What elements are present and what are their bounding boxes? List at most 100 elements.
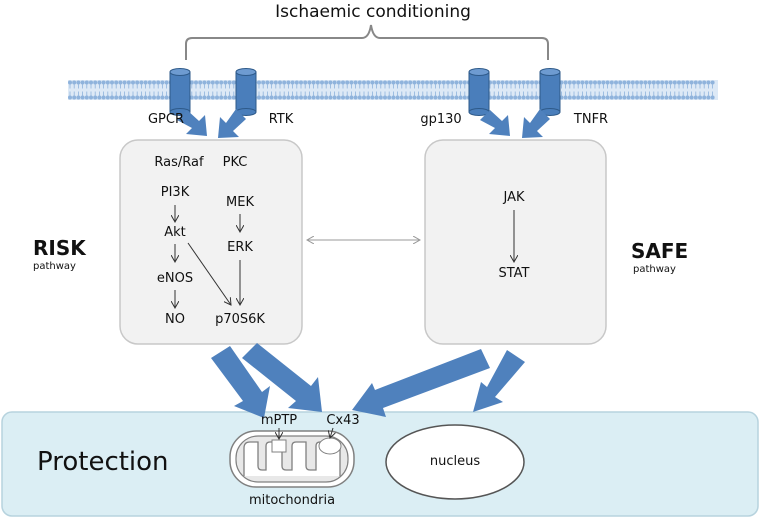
- mek-node: MEK: [226, 195, 254, 210]
- membrane-lipid-head: [139, 95, 144, 100]
- membrane-lipid-head: [408, 95, 413, 100]
- membrane-lipid-head: [492, 80, 497, 85]
- rtk-label: RTK: [268, 112, 294, 127]
- membrane-lipid-head: [677, 80, 681, 85]
- membrane-lipid-head: [643, 80, 648, 85]
- membrane-lipid-head: [504, 80, 509, 85]
- membrane-lipid-head: [311, 80, 316, 85]
- membrane-lipid-head: [399, 80, 404, 85]
- membrane-lipid-head: [341, 80, 345, 85]
- membrane-lipid-head: [273, 80, 278, 85]
- membrane-lipid-head: [202, 95, 207, 100]
- membrane-lipid-head: [605, 95, 610, 100]
- membrane-lipid-head: [324, 80, 329, 85]
- safe-to-cx43-arrow: [352, 349, 490, 417]
- membrane-lipid-head: [122, 80, 127, 85]
- membrane-lipid-head: [357, 95, 362, 100]
- membrane-lipid-head: [299, 80, 303, 85]
- membrane-lipid-head: [328, 95, 333, 100]
- membrane-lipid-head: [97, 95, 102, 100]
- protection-label: Protection: [37, 447, 169, 477]
- stat-node: STAT: [498, 266, 530, 281]
- membrane-lipid-head: [525, 80, 530, 85]
- membrane-lipid-head: [450, 80, 455, 85]
- membrane-lipid-head: [601, 95, 606, 100]
- membrane-lipid-head: [282, 80, 287, 85]
- membrane-lipid-head: [441, 80, 446, 85]
- membrane-lipid-head: [656, 80, 660, 85]
- membrane-lipid-head: [189, 80, 194, 85]
- membrane-lipid-head: [630, 80, 635, 85]
- membrane-lipid-head: [500, 80, 505, 85]
- membrane-lipid-head: [353, 95, 358, 100]
- membrane-lipid-head: [651, 80, 656, 85]
- membrane-lipid-head: [366, 80, 371, 85]
- membrane-lipid-head: [685, 80, 690, 85]
- membrane-lipid-head: [664, 80, 669, 85]
- membrane-lipid-head: [710, 95, 715, 100]
- membrane-lipid-head: [76, 80, 81, 85]
- membrane-lipid-head: [349, 80, 354, 85]
- membrane-lipid-head: [622, 95, 627, 100]
- membrane-lipid-head: [147, 95, 152, 100]
- membrane-lipid-head: [131, 95, 135, 100]
- membrane-lipid-head: [265, 95, 270, 100]
- membrane-lipid-head: [404, 80, 408, 85]
- membrane-lipid-head: [567, 95, 572, 100]
- membrane-lipid-head: [521, 80, 526, 85]
- membrane-lipid-head: [72, 80, 77, 85]
- membrane-lipid-head: [593, 80, 597, 85]
- membrane-lipid-head: [391, 95, 396, 100]
- safe-to-nucleus-arrow: [473, 350, 525, 412]
- membrane-lipid-head: [320, 95, 324, 100]
- membrane-lipid-head: [458, 95, 463, 100]
- gp130-label: gp130: [420, 112, 462, 127]
- membrane-lipid-head: [710, 80, 715, 85]
- membrane-lipid-head: [458, 80, 463, 85]
- gpcr-label: GPCR: [147, 112, 185, 127]
- membrane-lipid-head: [80, 95, 85, 100]
- membrane-lipid-head: [391, 80, 396, 85]
- membrane-lipid-head: [265, 80, 270, 85]
- membrane-lipid-head: [278, 80, 282, 85]
- membrane-lipid-head: [370, 95, 375, 100]
- membrane-lipid-head: [588, 80, 593, 85]
- membrane-lipid-head: [357, 80, 362, 85]
- membrane-lipid-head: [500, 95, 505, 100]
- membrane-lipid-head: [303, 80, 308, 85]
- membrane-lipid-head: [223, 95, 228, 100]
- membrane-lipid-head: [311, 95, 316, 100]
- membrane-lipid-head: [198, 80, 203, 85]
- membrane-lipid-head: [215, 95, 219, 100]
- safe-pathway-title: SAFE: [631, 239, 689, 263]
- receptor-gpcr: [169, 68, 191, 116]
- membrane-lipid-head: [656, 95, 660, 100]
- pi3k-node: PI3K: [160, 185, 190, 200]
- membrane-lipid-head: [685, 95, 690, 100]
- membrane-lipid-head: [437, 95, 442, 100]
- membrane-lipid-head: [572, 80, 576, 85]
- membrane-lipid-head: [135, 95, 140, 100]
- membrane-lipid-head: [572, 95, 576, 100]
- membrane-lipid-head: [290, 80, 295, 85]
- membrane-lipid-head: [210, 95, 215, 100]
- membrane-lipid-head: [677, 95, 681, 100]
- akt-node: Akt: [164, 225, 186, 240]
- membrane-lipid-head: [374, 95, 379, 100]
- membrane-lipid-head: [513, 80, 518, 85]
- membrane-lipid-head: [320, 80, 324, 85]
- membrane-lipid-head: [189, 95, 194, 100]
- membrane-lipid-head: [286, 80, 291, 85]
- rasraf-node: Ras/Raf: [154, 155, 204, 170]
- membrane-lipid-head: [698, 80, 702, 85]
- membrane-lipid-head: [332, 80, 337, 85]
- membrane-lipid-head: [605, 80, 610, 85]
- membrane-lipid-head: [639, 80, 644, 85]
- membrane-lipid-head: [416, 80, 421, 85]
- membrane-lipid-head: [614, 95, 618, 100]
- membrane-lipid-head: [378, 80, 383, 85]
- membrane-lipid-head: [278, 95, 282, 100]
- membrane-lipid-head: [626, 80, 631, 85]
- membrane-lipid-head: [681, 80, 686, 85]
- membrane-lipid-head: [76, 95, 81, 100]
